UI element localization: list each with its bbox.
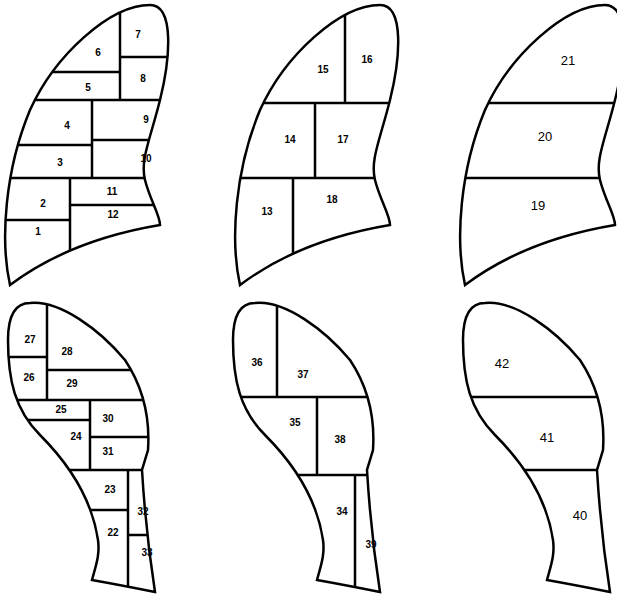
segment-number: 16 — [361, 55, 372, 65]
segment-number: 26 — [23, 373, 34, 383]
segment-number: 37 — [297, 370, 308, 380]
segment-number: 8 — [140, 74, 146, 84]
segment-number: 11 — [107, 187, 118, 197]
lung-outline — [455, 5, 617, 285]
segment-number: 6 — [95, 48, 101, 58]
segment-number: 4 — [64, 121, 70, 131]
segment-number: 39 — [365, 540, 376, 550]
segment-number: 34 — [336, 507, 347, 517]
segment-number: 36 — [251, 358, 262, 368]
segment-number: 2 — [40, 199, 46, 209]
segment-number: 3 — [57, 158, 63, 168]
segment-number: 13 — [261, 207, 272, 217]
lung-outline — [230, 0, 430, 300]
segment-number: 41 — [540, 431, 554, 444]
segment-number: 33 — [141, 548, 152, 558]
segment-number: 24 — [70, 432, 81, 442]
segment-number: 17 — [337, 135, 348, 145]
segment-number: 40 — [573, 509, 587, 522]
segment-number: 42 — [495, 357, 509, 370]
segment-number: 27 — [24, 335, 35, 345]
segment-number: 18 — [326, 195, 337, 205]
segment-number: 32 — [137, 507, 148, 517]
segment-number: 28 — [61, 347, 72, 357]
segment-number: 38 — [334, 435, 345, 445]
segment-number: 22 — [107, 528, 118, 538]
lung-outline — [0, 300, 200, 600]
segment-number: 9 — [143, 115, 149, 125]
segment-number: 29 — [66, 379, 77, 389]
segment-number: 21 — [561, 54, 575, 67]
segment-number: 14 — [284, 135, 295, 145]
segment-number: 35 — [289, 418, 300, 428]
segment-number: 7 — [135, 30, 141, 40]
lung-outline — [455, 303, 617, 592]
segment-number: 1 — [35, 227, 41, 237]
segment-number: 20 — [538, 130, 552, 143]
segment-number: 30 — [102, 414, 113, 424]
lung-outline — [0, 0, 200, 300]
segment-number: 5 — [85, 83, 91, 93]
segment-number: 19 — [531, 199, 545, 212]
lung-outline — [225, 300, 425, 600]
segment-number: 23 — [104, 485, 115, 495]
segment-number: 10 — [140, 154, 151, 164]
segment-number: 25 — [55, 405, 66, 415]
segment-number: 15 — [317, 65, 328, 75]
segment-number: 31 — [102, 447, 113, 457]
segment-number: 12 — [107, 210, 118, 220]
